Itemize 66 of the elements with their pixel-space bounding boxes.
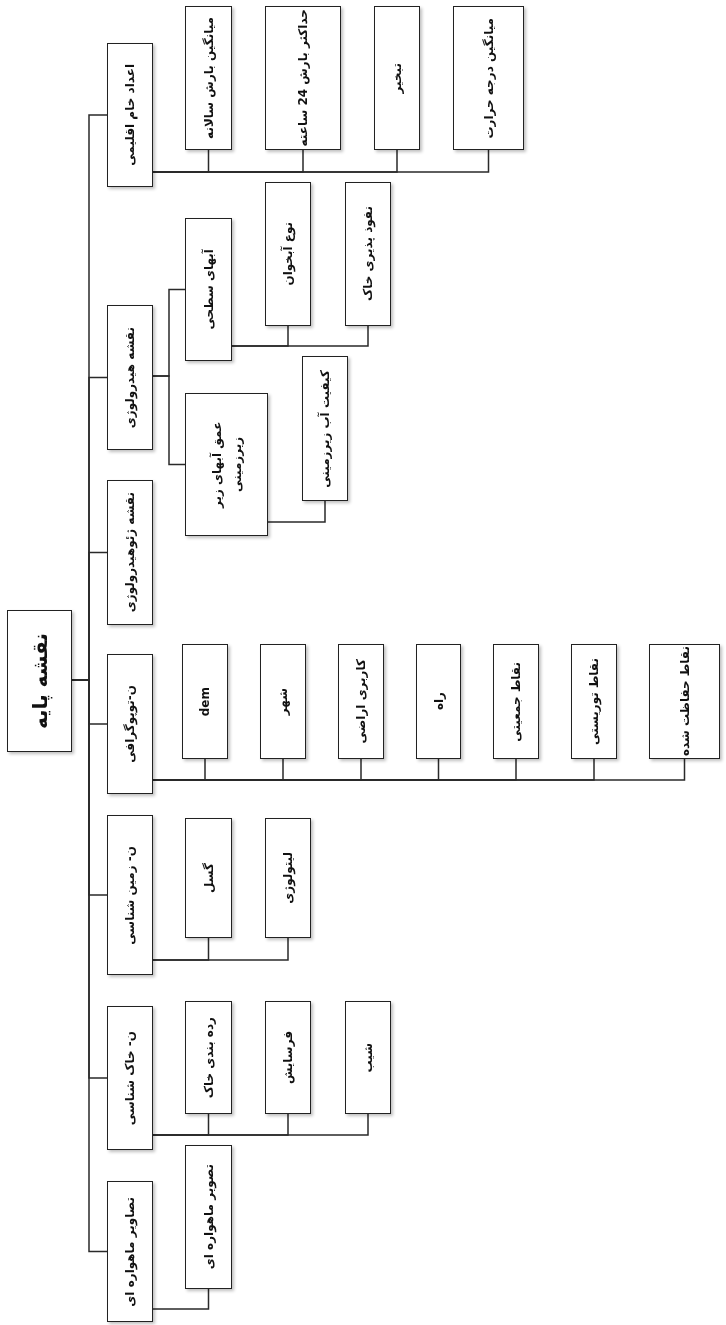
category-box — [107, 1181, 153, 1322]
box-label: نقشه هیدرولوژی — [122, 326, 139, 429]
box-label: کاربری اراضی — [353, 659, 369, 744]
box-label: تصویر ماهواره ای — [200, 1164, 217, 1270]
category-box — [185, 218, 232, 361]
category-box — [265, 1001, 311, 1114]
category-box — [107, 43, 153, 187]
root-box — [7, 610, 72, 752]
connector-line — [152, 937, 289, 961]
category-box — [185, 393, 268, 536]
box-label: فرسایش — [280, 1030, 296, 1085]
box-label: dem — [197, 686, 213, 717]
box-label: میانگین بارش سالانه — [200, 17, 217, 139]
box-label: ن- خاک شناسی — [122, 1030, 138, 1126]
box-label: آبهای سطحی — [200, 249, 217, 330]
category-box — [265, 818, 311, 938]
category-box — [185, 818, 232, 938]
category-box — [185, 6, 232, 150]
box-label: نقاط توریستی — [586, 658, 603, 745]
category-box — [260, 644, 306, 759]
box-label: نقاط حفاظت شده — [676, 646, 693, 757]
box-label: شیب — [360, 1042, 376, 1073]
category-box — [107, 1006, 153, 1150]
box-label: تصاویر ماهواره ای — [122, 1196, 139, 1307]
connector-line — [152, 1288, 210, 1310]
connector-line — [152, 1113, 369, 1136]
category-box — [182, 644, 228, 759]
connector-line — [231, 325, 369, 347]
category-box — [107, 654, 153, 794]
box-label: ن- زمین شناسی — [122, 845, 138, 945]
box-label: شهر — [275, 687, 291, 716]
category-box — [571, 644, 617, 759]
category-box — [338, 644, 384, 759]
box-label: نقاط جمعیتی — [508, 661, 524, 742]
category-box — [185, 1145, 232, 1289]
category-box — [265, 182, 311, 326]
box-label: رده بندی خاک — [200, 1016, 217, 1099]
connector-line — [267, 500, 326, 523]
box-label: کیفیت آب زیرزمینی — [316, 369, 333, 488]
box-label: نوع آبخوان — [279, 222, 297, 286]
connector-line — [152, 375, 186, 466]
box-label: لیتولوژی — [280, 852, 297, 904]
category-box — [107, 305, 153, 450]
category-box — [649, 644, 720, 759]
category-box — [107, 815, 153, 975]
category-box — [265, 6, 341, 150]
box-label: عمق آبهای زیر زیرزمینی — [208, 420, 245, 511]
box-label: نقشه ژئوهیدرولوژی — [122, 492, 139, 613]
category-box — [302, 356, 348, 501]
box-label: میانگین درجه حرارت — [480, 17, 497, 139]
category-box — [185, 1001, 232, 1114]
category-box — [374, 6, 420, 150]
category-box — [345, 1001, 391, 1114]
box-label: تبخیر — [389, 62, 405, 94]
box-label: راه — [430, 692, 447, 711]
box-label: نفوذ پذیری خاک — [360, 206, 377, 302]
box-label: اعداد خام اقلیمی — [122, 64, 139, 166]
category-box — [107, 480, 153, 625]
category-box — [453, 6, 524, 150]
category-box — [345, 182, 391, 326]
box-label: ن-توپوگرافی — [122, 685, 139, 763]
category-box — [416, 644, 461, 759]
category-box — [493, 644, 539, 759]
box-label: حداکثر بارش 24 ساعته — [295, 9, 311, 147]
box-label: گسل — [200, 863, 217, 893]
box-label: نقشه پایه — [26, 633, 53, 729]
